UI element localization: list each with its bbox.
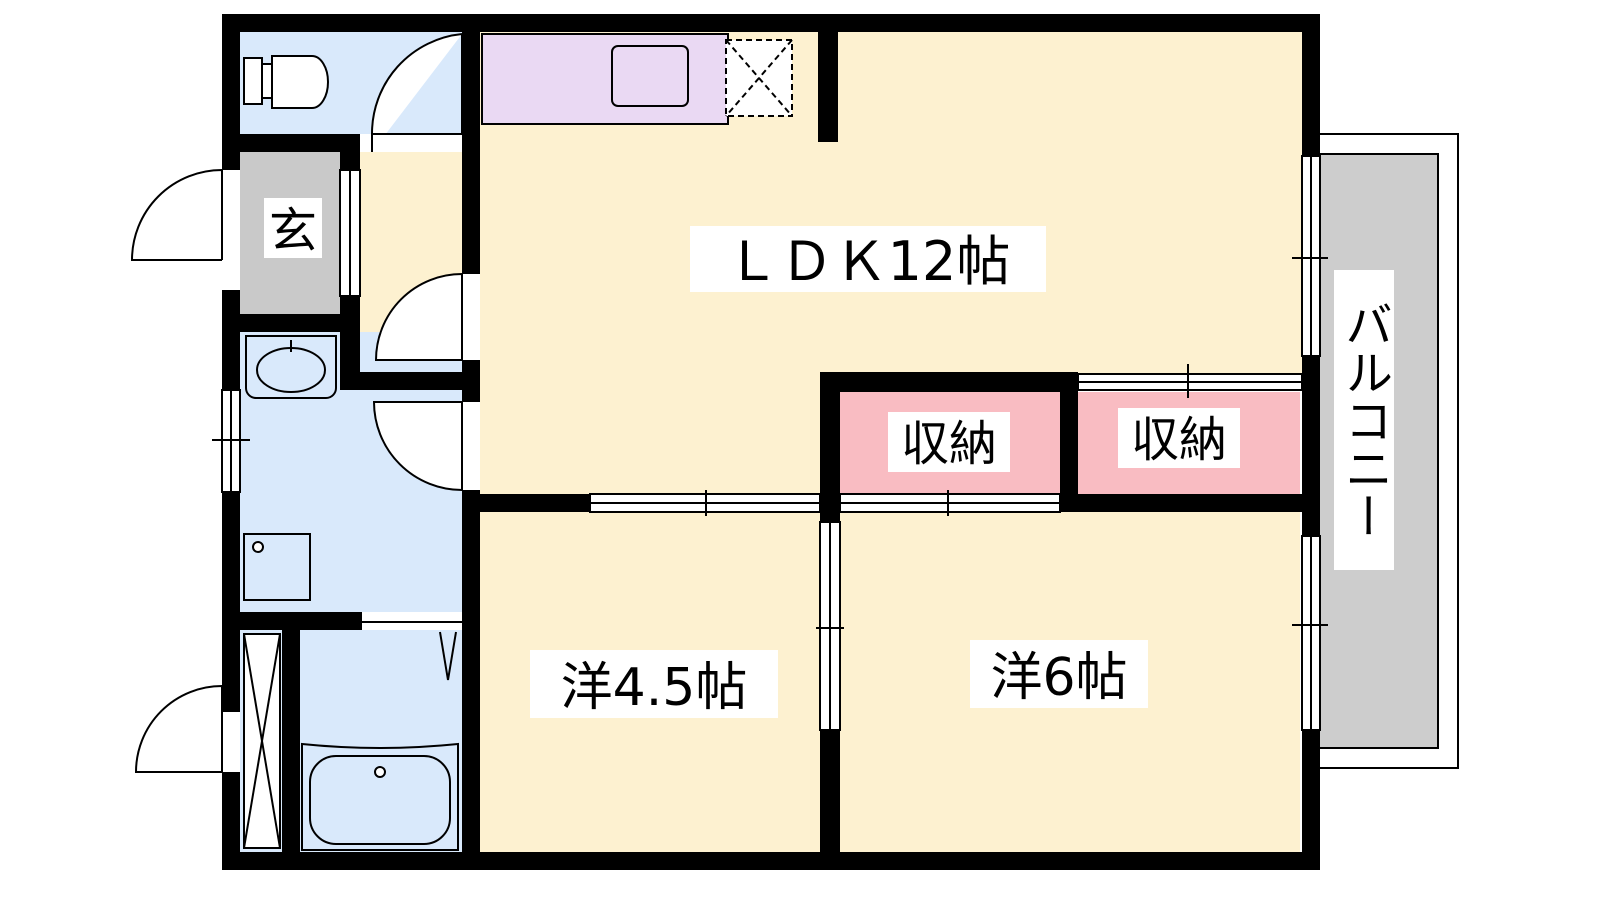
storage-b-label: 収納 (1131, 412, 1227, 468)
fixtures (243, 39, 793, 851)
bathtub-icon (301, 742, 459, 851)
closet-icon (243, 633, 281, 849)
door-washroom[interactable] (372, 401, 463, 491)
sliding-doors (339, 169, 1303, 731)
ldk-floor-lower (480, 370, 826, 500)
wash-basin-icon (245, 335, 337, 399)
swing-doors (130, 33, 463, 773)
room-labels: ＬＤＫ12帖 洋4.5帖 洋6帖 収納 収納 玄 バルコニー (264, 198, 1394, 718)
door-ldk[interactable] (374, 273, 463, 361)
western-a-label: 洋4.5帖 (561, 658, 748, 718)
bath-folding-door-icon (362, 621, 462, 681)
entrance-label: 玄 (269, 203, 317, 259)
washing-machine-icon (243, 533, 311, 601)
western-b-label: 洋6帖 (990, 648, 1127, 708)
ldk-label: ＬＤＫ12帖 (726, 230, 1011, 293)
windows (212, 155, 1328, 731)
door-toilet[interactable] (370, 33, 463, 152)
storage-a-label: 収納 (901, 416, 997, 472)
door-entrance[interactable] (130, 169, 223, 261)
balcony-label: バルコニー (1336, 300, 1392, 540)
kitchen-sink-icon (611, 45, 689, 107)
kitchen-counter (481, 33, 729, 125)
refrigerator-space-icon (725, 39, 793, 117)
toilet-icon (243, 55, 329, 109)
walls (222, 14, 1320, 870)
door-closet[interactable] (134, 685, 223, 773)
